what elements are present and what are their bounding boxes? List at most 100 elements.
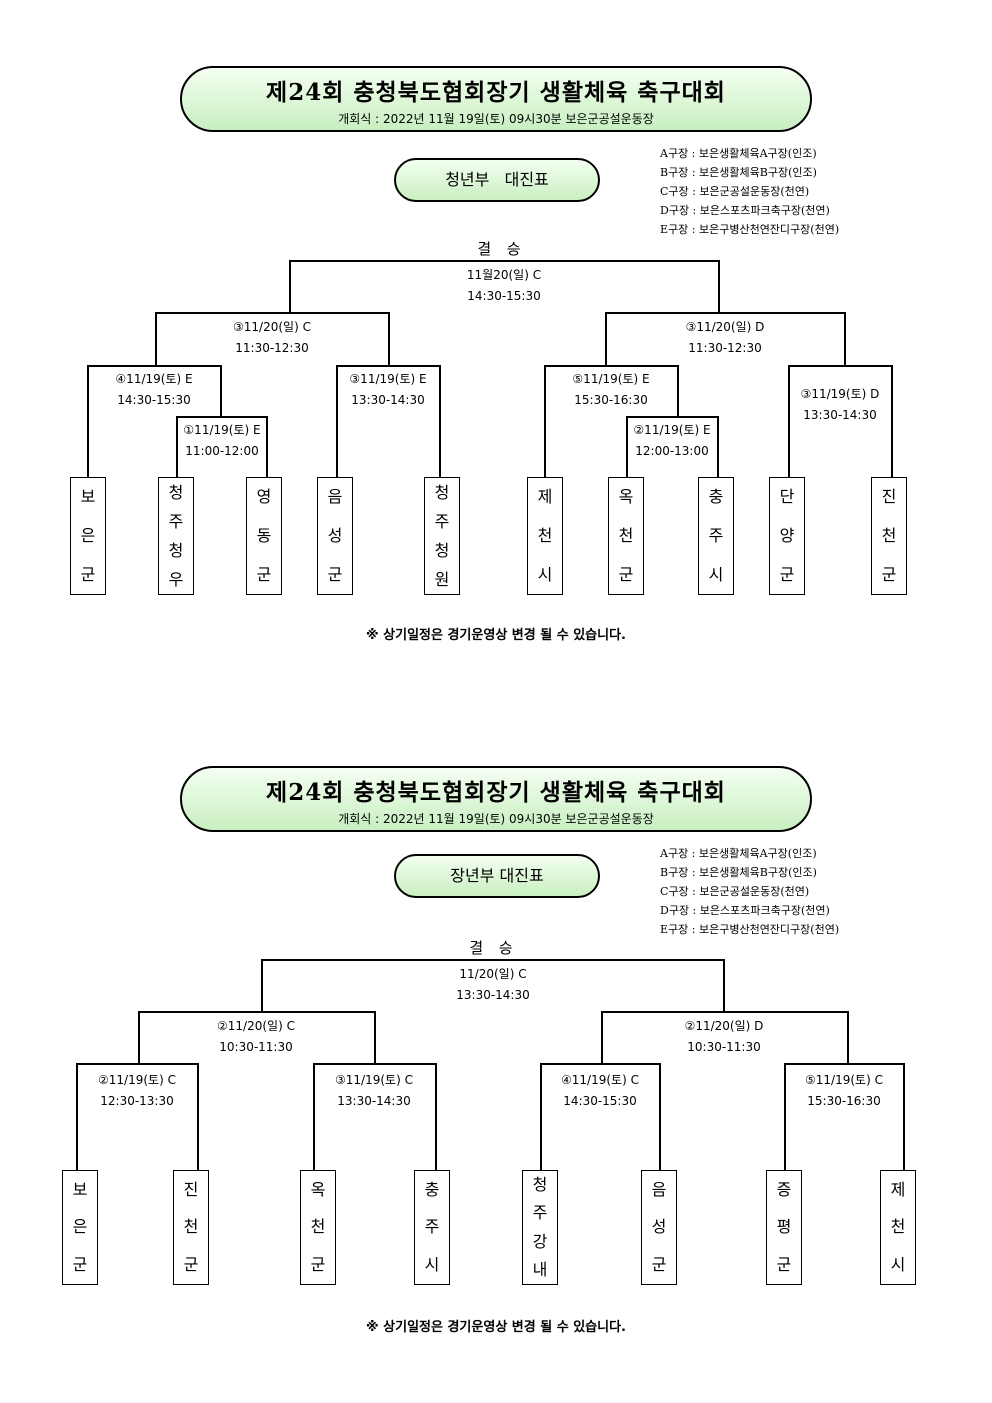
team-name-char: 청 [168, 540, 184, 560]
team-name-char: 군 [256, 564, 272, 584]
match-date: 11월20(일) C [466, 268, 542, 282]
youth-division-label: 청년부 대진표 [394, 158, 600, 202]
match-date: ④11/19(토) C [561, 1073, 639, 1087]
youth-final-match: 11월20(일) C 14:30-15:30 [404, 265, 604, 307]
youth-q2-match: ③11/19(토) E 13:30-14:30 [322, 369, 454, 411]
team-name-char: 청 [168, 482, 184, 502]
team-name-char: 제 [890, 1179, 906, 1199]
match-time: 11:30-12:30 [688, 341, 762, 355]
match-time: 11:30-12:30 [235, 341, 309, 355]
team-name-char: 옥 [618, 487, 634, 507]
team-name-char: 원 [434, 569, 450, 589]
match-time: 15:30-16:30 [574, 393, 648, 407]
match-date: ④11/19(토) E [115, 372, 193, 386]
youth-q3-match: ⑤11/19(토) E 15:30-16:30 [546, 369, 676, 411]
team-name-char: 보 [72, 1179, 88, 1199]
venue-b: B구장 : 보은생활체육B구장(인조) [660, 166, 817, 179]
team-name-char: 충 [708, 487, 724, 507]
match-time: 13:30-14:30 [351, 393, 425, 407]
team-name-char: 평 [776, 1217, 792, 1237]
team-name-char: 제 [537, 487, 553, 507]
team-name-char: 청 [434, 540, 450, 560]
youth-venue-list: A구장 : 보은생활체육A구장(인조) B구장 : 보은생활체육B구장(인조) … [660, 144, 960, 239]
team-name-char: 주 [708, 525, 724, 545]
match-date: ③11/20(일) D [685, 320, 765, 334]
team-name-char: 영 [256, 487, 272, 507]
team-name-char: 주 [424, 1217, 440, 1237]
match-date: ②11/20(일) D [684, 1019, 764, 1033]
team-name-char: 음 [327, 487, 343, 507]
team-name-char: 강 [532, 1231, 548, 1251]
team-name-char: 증 [776, 1179, 792, 1199]
team-name-char: 시 [537, 564, 553, 584]
team-name-char: 우 [168, 569, 184, 589]
match-date: ⑤11/19(토) C [805, 1073, 883, 1087]
venue-c: C구장 : 보은군공설운동장(천연) [660, 185, 810, 198]
match-time: 13:30-14:30 [456, 988, 530, 1002]
team-name-char: 천 [618, 525, 634, 545]
match-time: 13:30-14:30 [803, 408, 877, 422]
match-date: ⑤11/19(토) E [572, 372, 650, 386]
team-name-char: 군 [80, 564, 96, 584]
team-name-char: 천 [881, 525, 897, 545]
team-name-char: 시 [708, 564, 724, 584]
senior-q4-match: ⑤11/19(토) C 15:30-16:30 [779, 1070, 909, 1112]
match-time: 10:30-11:30 [219, 1040, 293, 1054]
senior-final-match: 11/20(일) C 13:30-14:30 [393, 964, 593, 1006]
team-name-char: 군 [327, 564, 343, 584]
senior-q1-match: ②11/19(토) C 12:30-13:30 [72, 1070, 202, 1112]
team-name-char: 은 [80, 525, 96, 545]
youth-final-label: 결 승 [477, 240, 523, 258]
team-name-char: 시 [890, 1255, 906, 1275]
team-name-char: 성 [327, 525, 343, 545]
venue-a: A구장 : 보은생활체육A구장(인조) [660, 147, 817, 160]
match-time: 11:00-12:00 [185, 444, 259, 458]
match-date: ①11/19(토) E [183, 423, 261, 437]
venue-a: A구장 : 보은생활체육A구장(인조) [660, 847, 817, 860]
match-date: ②11/20(일) C [217, 1019, 295, 1033]
match-date: ③11/19(토) E [349, 372, 427, 386]
team-name-char: 보 [80, 487, 96, 507]
senior-title: 제24회 충청북도협회장기 생활체육 축구대회 [266, 779, 726, 806]
youth-title-banner: 제24회 충청북도협회장기 생활체육 축구대회 개회식 : 2022년 11월 … [180, 66, 812, 132]
youth-q3-pre-match: ②11/19(토) E 12:00-13:00 [618, 420, 726, 462]
senior-venue-list: A구장 : 보은생활체육A구장(인조) B구장 : 보은생활체육B구장(인조) … [660, 844, 960, 939]
team-name-char: 성 [651, 1217, 667, 1237]
team-name-char: 군 [651, 1255, 667, 1275]
venue-e: E구장 : 보은구병산천연잔디구장(천연) [660, 223, 840, 236]
team-name-char: 천 [310, 1217, 326, 1237]
match-time: 14:30-15:30 [563, 1094, 637, 1108]
team-name-char: 천 [537, 525, 553, 545]
team-name-char: 진 [183, 1179, 199, 1199]
youth-q4-match: ③11/19(토) D 13:30-14:30 [774, 384, 906, 426]
team-name-char: 내 [532, 1259, 548, 1279]
match-date: ③11/19(토) D [800, 387, 880, 401]
team-name-char: 주 [434, 511, 450, 531]
team-name-char: 천 [183, 1217, 199, 1237]
team-name-char: 청 [434, 482, 450, 502]
match-date: ②11/19(토) E [633, 423, 711, 437]
match-time: 12:00-13:00 [635, 444, 709, 458]
team-name-char: 청 [532, 1175, 548, 1195]
senior-section: 제24회 충청북도협회장기 생활체육 축구대회 개회식 : 2022년 11월 … [0, 700, 992, 1403]
team-name-char: 단 [779, 487, 795, 507]
match-time: 13:30-14:30 [337, 1094, 411, 1108]
team-name-char: 군 [618, 564, 634, 584]
youth-subtitle: 개회식 : 2022년 11월 19일(토) 09시30분 보은군공설운동장 [338, 112, 654, 126]
senior-final-label: 결 승 [469, 939, 515, 957]
team-name-char: 옥 [310, 1179, 326, 1199]
venue-d: D구장 : 보은스포츠파크축구장(천연) [660, 904, 830, 917]
